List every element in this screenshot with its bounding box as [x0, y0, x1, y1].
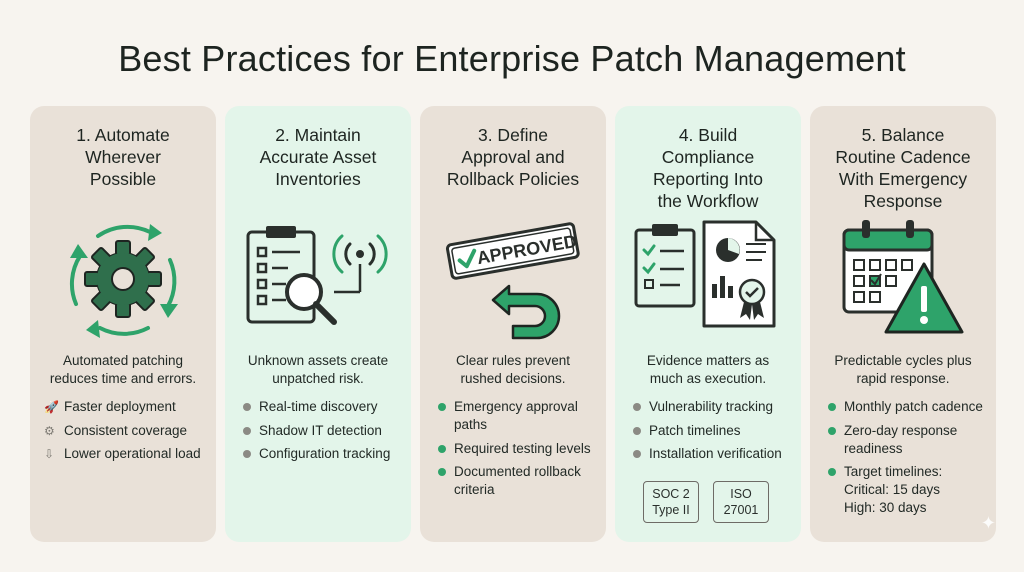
card-points: Monthly patch cadence Zero-day response …: [826, 398, 988, 523]
card-title: 5. Balance Routine Cadence With Emergenc…: [835, 125, 971, 211]
bullet-icon: [438, 444, 446, 453]
bullet-icon: [633, 403, 641, 411]
card-asset-inventories: 2. Maintain Accurate Asset Inventories: [225, 106, 411, 542]
card-cadence-emergency: 5. Balance Routine Cadence With Emergenc…: [810, 106, 996, 542]
card-points: 🚀Faster deployment ⚙Consistent coverage …: [44, 398, 208, 469]
load-icon: ⇩: [44, 447, 55, 461]
compliance-badges: SOC 2 Type II ISO 27001: [643, 481, 773, 523]
list-item: Configuration tracking: [241, 445, 403, 463]
card-summary: Predictable cycles plus rapid response.: [834, 353, 972, 386]
card-summary: Clear rules prevent rushed decisions.: [455, 353, 571, 386]
bullet-icon: [243, 426, 251, 435]
list-item: Vulnerability tracking: [631, 398, 793, 416]
list-item: Patch timelines: [631, 422, 793, 440]
list-item: Installation verification: [631, 445, 793, 463]
approved-stamp-undo-arrow-icon: APPROVED: [420, 214, 606, 344]
page-title: Best Practices for Enterprise Patch Mana…: [118, 38, 906, 79]
bullet-icon: [438, 468, 446, 476]
card-points: Real-time discovery Shadow IT detection …: [241, 398, 403, 469]
card-summary: Automated patching reduces time and erro…: [49, 353, 197, 386]
card-title: 3. Define Approval and Rollback Policies: [446, 125, 580, 189]
list-item: Real-time discovery: [241, 398, 403, 416]
rocket-icon: 🚀: [44, 400, 59, 414]
bullet-icon: [828, 403, 836, 411]
automation-gear-cycle-icon: [30, 214, 216, 344]
card-summary: Unknown assets create unpatched risk.: [247, 353, 389, 386]
card-title: 2. Maintain Accurate Asset Inventories: [259, 125, 377, 189]
card-approval-rollback: 3. Define Approval and Rollback Policies…: [420, 106, 606, 542]
list-item: 🚀Faster deployment: [44, 399, 176, 414]
card-title: 1. Automate Wherever Possible: [76, 125, 170, 189]
checklist-report-certificate-icon: [615, 214, 801, 344]
bullet-icon: [828, 468, 836, 476]
list-item: Emergency approval paths: [436, 398, 598, 434]
bullet-icon: [828, 426, 836, 435]
bullet-icon: [243, 403, 251, 411]
card-points: Emergency approval paths Required testin…: [436, 398, 598, 505]
bullet-icon: [633, 426, 641, 435]
list-item: Shadow IT detection: [241, 422, 403, 440]
bullet-icon: [243, 450, 251, 458]
list-item: Monthly patch cadence: [826, 398, 988, 416]
card-summary: Evidence matters as much as execution.: [646, 353, 770, 386]
card-title: 4. Build Compliance Reporting Into the W…: [653, 125, 763, 211]
calendar-warning-icon: [810, 214, 996, 344]
sparkle-icon: ✦: [980, 513, 996, 533]
list-item: Required testing levels: [436, 440, 598, 458]
list-item: Zero-day response readiness: [826, 422, 988, 458]
list-item: ⚙Consistent coverage: [44, 422, 188, 438]
list-item: ⇩Lower operational load: [44, 446, 201, 461]
list-item: Target timelines: Critical: 15 days High…: [826, 463, 988, 517]
coverage-icon: ⚙: [44, 423, 55, 438]
bullet-icon: [633, 450, 641, 458]
badge-soc2: SOC 2 Type II: [643, 481, 699, 523]
badge-iso: ISO 27001: [713, 481, 769, 523]
card-compliance-reporting: 4. Build Compliance Reporting Into the W…: [615, 106, 801, 542]
card-points: Vulnerability tracking Patch timelines I…: [631, 398, 793, 469]
clipboard-magnifier-signal-icon: [225, 214, 411, 344]
list-item: Documented rollback criteria: [436, 463, 598, 499]
bullet-icon: [438, 403, 446, 411]
card-automate: 1. Automate Wherever Possible: [30, 106, 216, 542]
